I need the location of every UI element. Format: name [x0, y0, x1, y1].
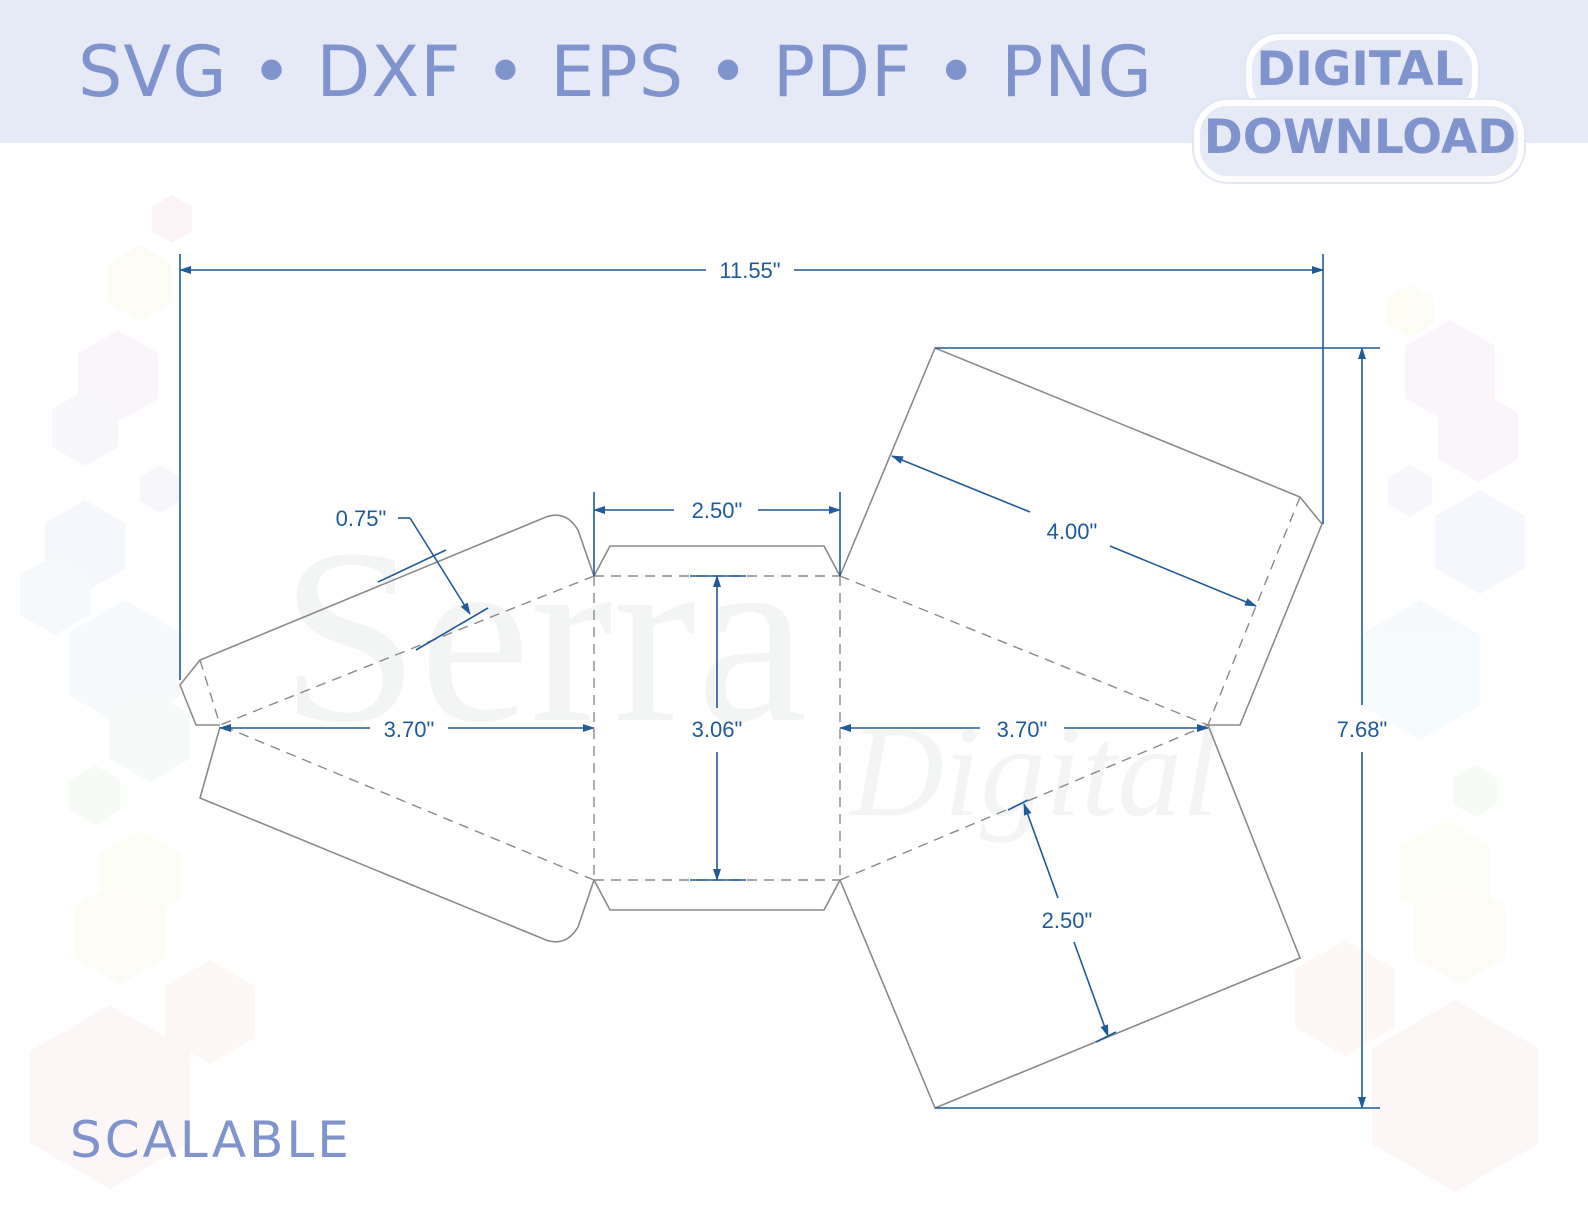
dimension-lines	[179, 254, 1380, 1109]
dim-overall-height: 7.68"	[1337, 717, 1388, 742]
dim-left-panel: 3.70"	[384, 717, 435, 742]
dim-center-width: 2.50"	[692, 498, 743, 523]
dim-right-panel: 3.70"	[997, 717, 1048, 742]
dim-lower-lid: 2.50"	[1042, 908, 1093, 933]
dim-upper-lid: 4.00"	[1047, 519, 1098, 544]
dim-flap-width: 0.75"	[336, 506, 387, 531]
watermark-sub: Digital	[848, 700, 1218, 844]
dim-center-height: 3.06"	[692, 717, 743, 742]
cut-lines	[179, 346, 1323, 1110]
badge-line-1: DIGITAL	[1256, 42, 1464, 97]
digital-download-badge: DIGITAL DOWNLOAD	[1190, 30, 1530, 182]
badge-line-2: DOWNLOAD	[1203, 110, 1517, 165]
hexagon-background	[20, 195, 1538, 1192]
watermark-logo: Serra	[280, 498, 807, 775]
scalable-label: SCALABLE	[70, 1111, 352, 1169]
file-formats-title: SVG • DXF • EPS • PDF • PNG	[78, 31, 1153, 113]
dim-overall-width: 11.55"	[719, 258, 780, 283]
